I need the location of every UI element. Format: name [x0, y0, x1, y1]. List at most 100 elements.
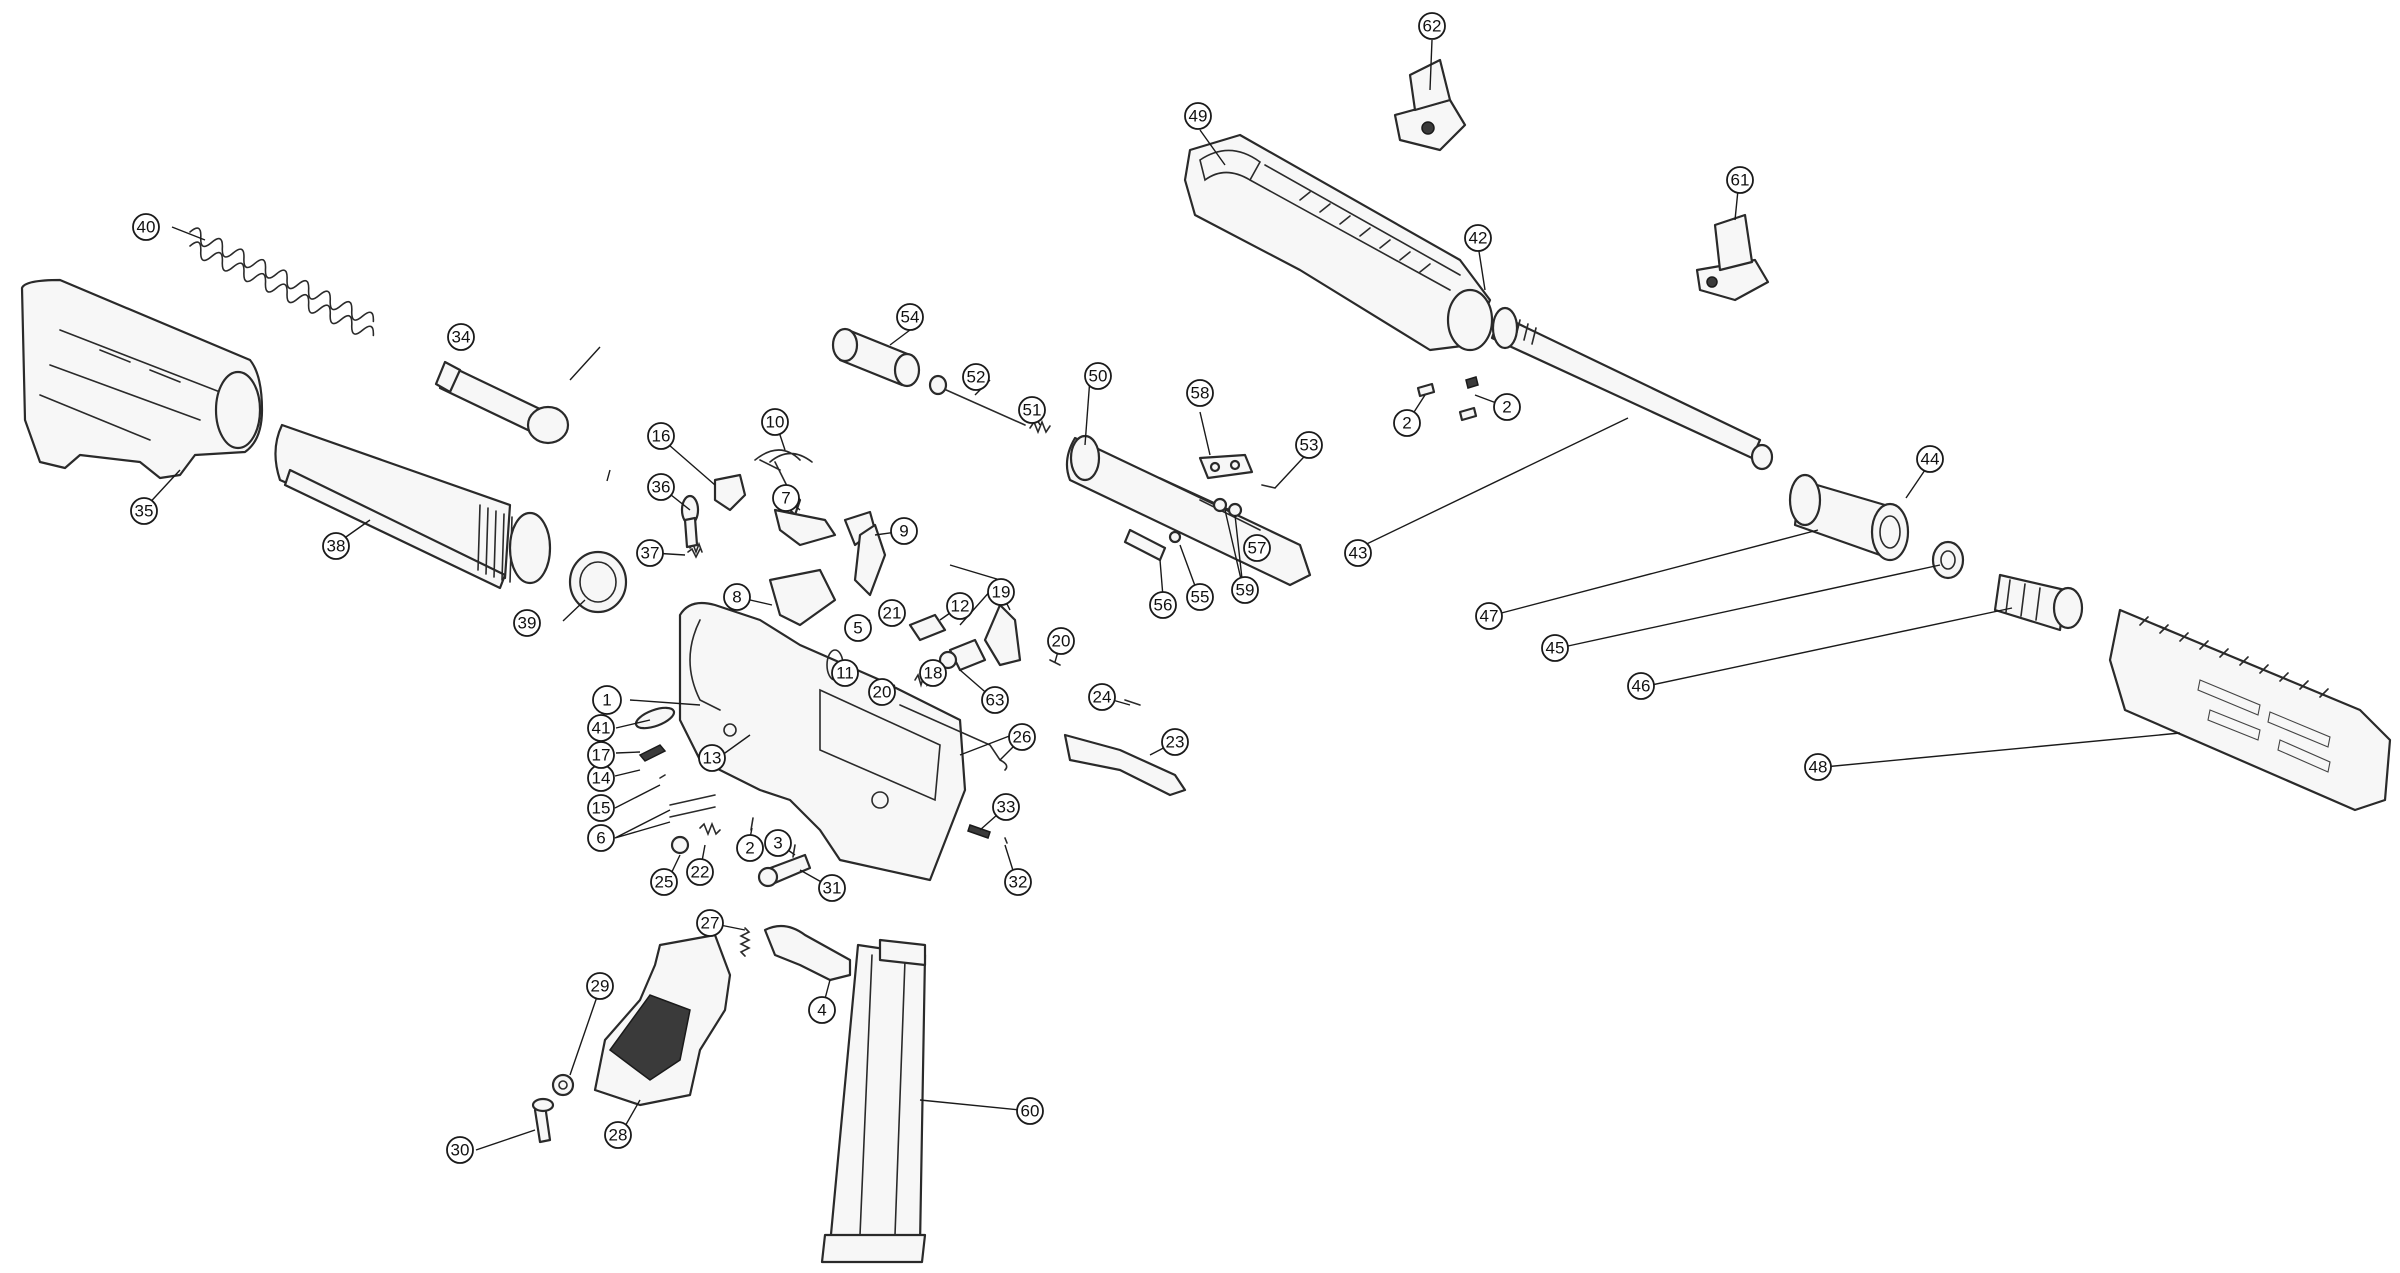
part-barrel [1490, 306, 1774, 471]
svg-text:63: 63 [986, 691, 1005, 710]
svg-text:5: 5 [853, 619, 862, 638]
callout-62: 62 [1418, 12, 1446, 40]
callout-38: 38 [322, 532, 350, 560]
part-flash-hider [1993, 573, 2084, 632]
svg-text:28: 28 [609, 1126, 628, 1145]
part-pistol-grip [593, 933, 732, 1107]
callout-49: 49 [1184, 102, 1212, 130]
svg-text:34: 34 [452, 328, 471, 347]
svg-text:25: 25 [655, 873, 674, 892]
callout-6: 6 [587, 824, 615, 852]
svg-text:30: 30 [451, 1141, 470, 1160]
svg-text:12: 12 [951, 597, 970, 616]
svg-text:16: 16 [652, 427, 671, 446]
callout-20: 20 [868, 678, 896, 706]
svg-text:15: 15 [592, 799, 611, 818]
part-grip-spring [739, 927, 751, 957]
svg-text:44: 44 [1921, 450, 1940, 469]
part-bolt-carrier [1065, 434, 1312, 587]
part-cam-pin-cylinder [831, 327, 921, 388]
svg-text:56: 56 [1154, 596, 1173, 615]
callout-7: 7 [772, 484, 800, 512]
part-screws-upper [1416, 376, 1479, 422]
svg-text:1: 1 [602, 691, 611, 710]
callout-27: 27 [696, 909, 724, 937]
callout-1: 1 [592, 685, 622, 715]
svg-text:19: 19 [992, 583, 1011, 602]
svg-text:20: 20 [873, 683, 892, 702]
callout-36: 36 [647, 473, 675, 501]
svg-text:20: 20 [1052, 632, 1071, 651]
svg-text:2: 2 [1502, 398, 1511, 417]
svg-text:62: 62 [1423, 17, 1442, 36]
svg-text:33: 33 [997, 798, 1016, 817]
svg-text:24: 24 [1093, 688, 1112, 707]
callout-37: 37 [636, 539, 664, 567]
callout-40: 40 [132, 213, 160, 241]
part-extractor-pin [1168, 530, 1182, 544]
callout-50: 50 [1084, 362, 1112, 390]
part-hammer-springs [713, 449, 837, 547]
svg-text:42: 42 [1469, 229, 1488, 248]
callout-16: 16 [647, 422, 675, 450]
callout-14: 14 [587, 764, 615, 792]
callout-31: 31 [818, 874, 846, 902]
callout-53: 53 [1295, 431, 1323, 459]
svg-text:29: 29 [591, 977, 610, 996]
svg-text:49: 49 [1189, 107, 1208, 126]
svg-text:11: 11 [836, 664, 854, 683]
callout-47: 47 [1475, 602, 1503, 630]
part-handguard [2108, 608, 2392, 812]
svg-text:43: 43 [1349, 544, 1368, 563]
callout-3: 3 [764, 829, 792, 857]
callout-21: 21 [878, 599, 906, 627]
callout-58: 58 [1186, 379, 1214, 407]
part-front-sight [1695, 213, 1770, 302]
svg-text:59: 59 [1236, 581, 1255, 600]
callout-8: 8 [723, 583, 751, 611]
callout-30: 30 [446, 1136, 474, 1164]
svg-text:38: 38 [327, 537, 346, 556]
part-extractor [1123, 528, 1167, 562]
svg-text:2: 2 [745, 839, 754, 858]
part-upper-receiver [1183, 133, 1494, 352]
callout-54: 54 [896, 303, 924, 331]
callout-44: 44 [1916, 445, 1944, 473]
callout-5: 5 [844, 614, 872, 642]
part-firing-pin [928, 374, 1026, 426]
svg-text:53: 53 [1300, 436, 1319, 455]
svg-text:35: 35 [135, 502, 154, 521]
svg-text:39: 39 [518, 614, 537, 633]
callout-4: 4 [808, 996, 836, 1024]
callout-42: 42 [1464, 224, 1492, 252]
svg-text:36: 36 [652, 478, 671, 497]
callout-24: 24 [1088, 683, 1116, 711]
callout-56: 56 [1149, 591, 1177, 619]
callout-41: 41 [587, 714, 615, 742]
svg-text:13: 13 [703, 749, 722, 768]
svg-text:4: 4 [817, 1001, 826, 1020]
svg-text:6: 6 [596, 829, 605, 848]
callout-63: 63 [981, 686, 1009, 714]
callout-55: 55 [1186, 583, 1214, 611]
callout-32: 32 [1004, 868, 1032, 896]
svg-text:21: 21 [883, 604, 902, 623]
part-castle-nut [568, 550, 628, 614]
svg-text:31: 31 [823, 879, 842, 898]
callout-19: 19 [987, 578, 1015, 606]
part-trigger-guard [763, 924, 852, 982]
part-pins-bottom [750, 817, 1008, 888]
part-stock [20, 278, 264, 480]
svg-text:7: 7 [781, 489, 790, 508]
callout-33: 33 [992, 793, 1020, 821]
svg-text:9: 9 [899, 522, 908, 541]
svg-text:40: 40 [137, 218, 156, 237]
svg-text:18: 18 [924, 664, 943, 683]
callout-18: 18 [919, 659, 947, 687]
svg-text:8: 8 [732, 588, 741, 607]
part-grip-washer [551, 1073, 575, 1097]
callout-45: 45 [1541, 634, 1569, 662]
callout-26: 26 [1008, 723, 1036, 751]
callout-51: 51 [1018, 396, 1046, 424]
